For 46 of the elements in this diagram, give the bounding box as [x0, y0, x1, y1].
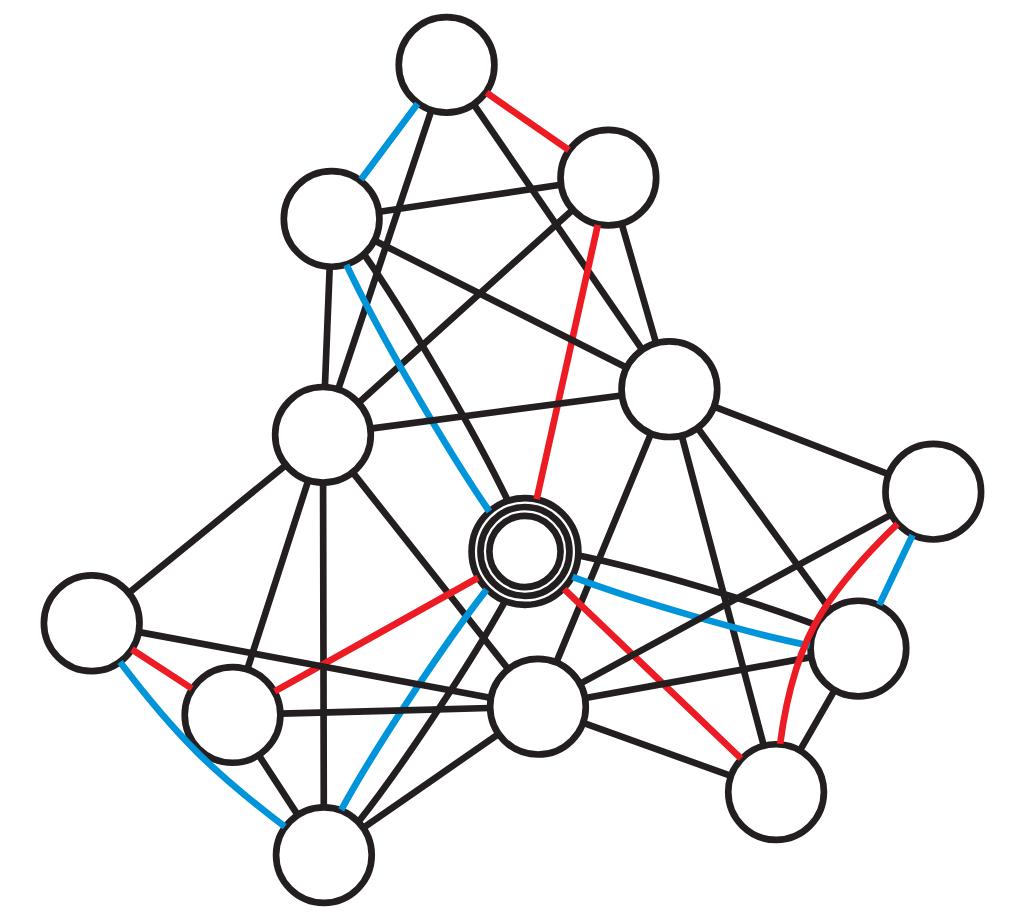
- connector: [337, 587, 489, 812]
- connector: [319, 483, 327, 807]
- connector: [355, 600, 508, 824]
- connector: [255, 754, 300, 817]
- connector: [272, 574, 480, 695]
- connector: [532, 224, 601, 500]
- connector: [776, 521, 900, 745]
- connector: [357, 101, 420, 182]
- node-circle: [617, 338, 721, 441]
- connector: [552, 432, 654, 664]
- node-circle: [394, 13, 498, 117]
- connector: [138, 628, 491, 702]
- connector: [243, 479, 311, 671]
- connector: [361, 731, 500, 830]
- node-circle: [467, 494, 582, 609]
- connector: [378, 181, 561, 216]
- node-circle: [486, 655, 589, 758]
- connector: [712, 403, 889, 478]
- node-circle: [180, 663, 284, 767]
- node-circle: [279, 167, 383, 271]
- connector: [342, 263, 492, 514]
- connector: [321, 266, 333, 388]
- connector: [356, 207, 575, 405]
- connector: [584, 653, 812, 702]
- node-circle: [40, 572, 143, 675]
- connector: [796, 688, 837, 752]
- node-circle: [881, 440, 984, 543]
- connector: [678, 435, 767, 747]
- connector: [484, 90, 571, 153]
- node-circle: [272, 803, 375, 907]
- connector: [372, 237, 627, 371]
- node-circle: [806, 597, 910, 700]
- connector: [470, 102, 645, 351]
- node-circle: [724, 740, 827, 844]
- connector: [334, 109, 435, 391]
- connector: [349, 470, 510, 671]
- connector: [561, 586, 743, 761]
- connector: [875, 533, 916, 607]
- node-circle: [271, 383, 374, 486]
- connector: [116, 659, 287, 830]
- connector: [280, 704, 490, 717]
- connector: [570, 573, 810, 649]
- connector: [126, 462, 288, 595]
- connector: [578, 511, 892, 687]
- connector: [129, 646, 194, 692]
- node-circle: [556, 126, 659, 229]
